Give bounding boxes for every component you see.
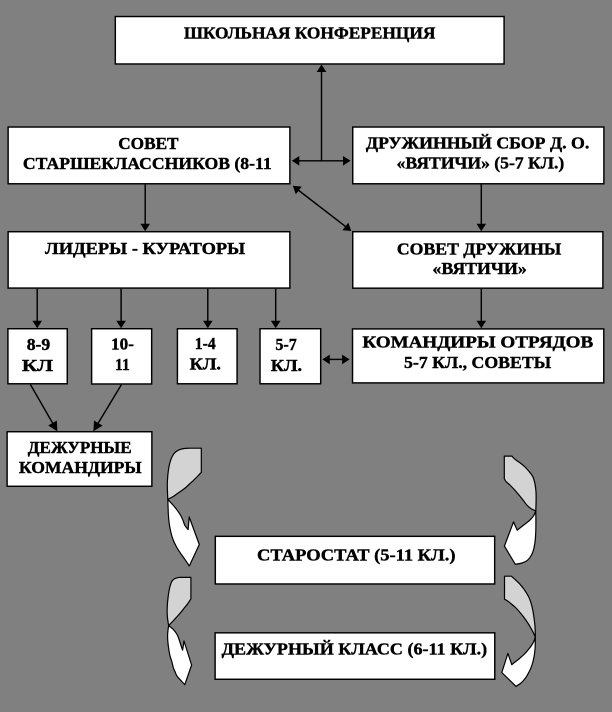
svg-text:КОМАНДИРЫ: КОМАНДИРЫ <box>19 458 142 477</box>
svg-text:«ВЯТИЧИ» (5-7 КЛ.): «ВЯТИЧИ» (5-7 КЛ.) <box>397 153 565 172</box>
svg-text:5-7 КЛ., СОВЕТЫ: 5-7 КЛ., СОВЕТЫ <box>404 353 551 372</box>
svg-text:1-4: 1-4 <box>195 334 216 353</box>
svg-text:ШКОЛЬНАЯ КОНФЕРЕНЦИЯ: ШКОЛЬНАЯ КОНФЕРЕНЦИЯ <box>184 24 436 43</box>
svg-text:ДЕЖУРНЫЕ: ДЕЖУРНЫЕ <box>28 438 132 457</box>
svg-text:11: 11 <box>115 355 130 374</box>
svg-text:«ВЯТИЧИ»: «ВЯТИЧИ» <box>432 259 526 278</box>
svg-text:КОМАНДИРЫ ОТРЯДОВ: КОМАНДИРЫ ОТРЯДОВ <box>362 333 593 352</box>
svg-text:КЛ: КЛ <box>22 356 53 375</box>
svg-text:СТАРШЕКЛАССНИКОВ (8-11: СТАРШЕКЛАССНИКОВ (8-11 <box>23 154 272 173</box>
svg-text:8-9: 8-9 <box>27 335 51 354</box>
svg-text:10-: 10- <box>111 335 134 354</box>
svg-text:СОВЕТ: СОВЕТ <box>118 134 179 153</box>
svg-text:КЛ.: КЛ. <box>271 356 302 375</box>
svg-text:КЛ.: КЛ. <box>190 355 221 374</box>
svg-text:ЛИДЕРЫ - КУРАТОРЫ: ЛИДЕРЫ - КУРАТОРЫ <box>45 239 245 258</box>
svg-text:СТАРОСТАТ (5-11 КЛ.): СТАРОСТАТ (5-11 КЛ.) <box>257 546 456 565</box>
svg-text:ДЕЖУРНЫЙ КЛАСС (6-11 КЛ.): ДЕЖУРНЫЙ КЛАСС (6-11 КЛ.) <box>222 640 488 659</box>
svg-text:5-7: 5-7 <box>275 335 297 354</box>
svg-text:ДРУЖИННЫЙ СБОР Д. О.: ДРУЖИННЫЙ СБОР Д. О. <box>366 133 590 152</box>
svg-text:СОВЕТ ДРУЖИНЫ: СОВЕТ ДРУЖИНЫ <box>397 240 561 259</box>
